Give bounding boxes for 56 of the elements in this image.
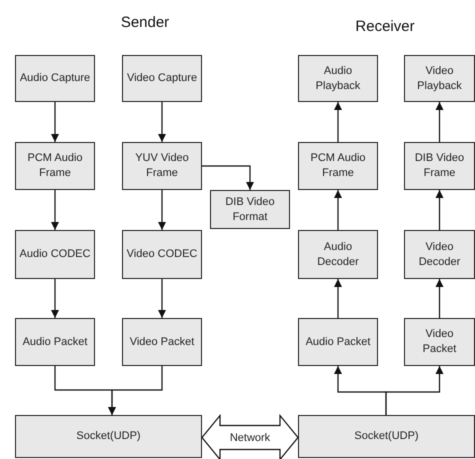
box-label: PCM Audio Frame: [26, 151, 84, 181]
box-label: YUV Video Frame: [134, 151, 190, 181]
arrow: [334, 279, 342, 318]
box-label: Video CODEC: [126, 247, 198, 262]
box-label: Audio Decoder: [316, 240, 360, 270]
process-box: [298, 142, 378, 190]
box-label: PCM Audio Frame: [309, 151, 367, 181]
box-label: Video Packet: [422, 327, 458, 357]
process-box: [404, 230, 475, 279]
arrow: [51, 102, 59, 142]
arrow: [158, 279, 166, 318]
process-box: [298, 415, 475, 458]
section-heading: Sender: [120, 14, 170, 31]
arrow: [385, 366, 444, 415]
arrow: [51, 279, 59, 318]
process-box: [122, 142, 202, 190]
box-label: Video Packet: [128, 334, 196, 350]
box-label: Audio Packet: [304, 334, 372, 350]
arrow: [436, 279, 444, 318]
process-box: [122, 55, 202, 102]
arrow: [436, 190, 444, 230]
process-box: [15, 415, 202, 458]
box-label: Audio Capture: [18, 71, 92, 86]
arrow: [158, 102, 166, 142]
arrow: [202, 165, 254, 190]
arrow: [334, 190, 342, 230]
box-label: DIB Video Format: [224, 194, 276, 224]
box-label: Video Capture: [126, 71, 198, 86]
section-heading: Receiver: [355, 18, 415, 35]
process-box: [404, 55, 475, 102]
box-label: Socket(UDP): [75, 429, 142, 444]
box-label: Audio Playback: [314, 64, 362, 94]
process-box: [15, 55, 95, 102]
box-label: Audio Packet: [22, 334, 88, 350]
process-box: [404, 318, 475, 366]
process-box: [122, 318, 202, 366]
process-box: [298, 318, 378, 366]
arrow: [334, 102, 342, 142]
box-label: Video Playback: [416, 64, 463, 94]
process-box: [122, 230, 202, 279]
process-box: [15, 318, 95, 366]
box-label: Audio CODEC: [18, 247, 92, 262]
box-label: DIB Video Frame: [414, 151, 466, 181]
box-label: Socket(UDP): [353, 429, 420, 444]
process-box: [404, 142, 475, 190]
process-box: [15, 230, 95, 279]
box-label: Video Decoder: [418, 240, 462, 270]
arrow: [51, 190, 59, 230]
arrow: [108, 366, 163, 415]
process-box: [15, 142, 95, 190]
arrow: [158, 190, 166, 230]
process-box: [298, 55, 378, 102]
edge-label: Network: [228, 432, 272, 444]
arrow: [436, 102, 444, 142]
process-box: [298, 230, 378, 279]
process-box: [210, 190, 290, 229]
